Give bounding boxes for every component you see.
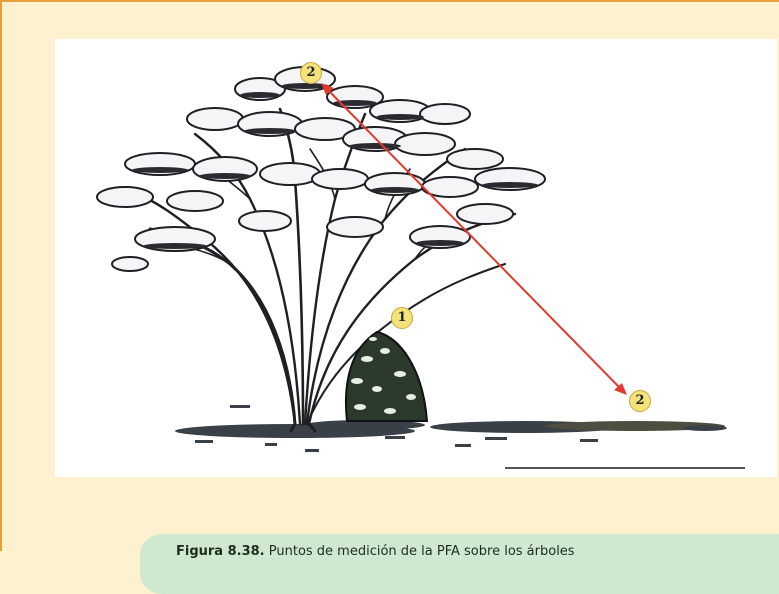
point-2-ground-marker: 2 bbox=[629, 390, 651, 412]
point-1-marker: 1 bbox=[391, 307, 413, 329]
measurement-arrow bbox=[321, 83, 627, 395]
caption-text: Puntos de medición de la PFA sobre los á… bbox=[264, 544, 575, 559]
caption-label: Figura 8.38. bbox=[176, 544, 265, 559]
point-2-top-marker: 2 bbox=[300, 62, 322, 84]
tree-drawing bbox=[96, 66, 745, 469]
canopy-shading bbox=[132, 83, 538, 249]
ground-shadow bbox=[175, 405, 745, 469]
figure-caption: Figura 8.38. Puntos de medición de la PF… bbox=[140, 534, 779, 594]
figure-illustration: 2 1 2 bbox=[55, 39, 777, 477]
caption-line: Figura 8.38. Puntos de medición de la PF… bbox=[176, 544, 575, 559]
shrub bbox=[344, 330, 429, 422]
